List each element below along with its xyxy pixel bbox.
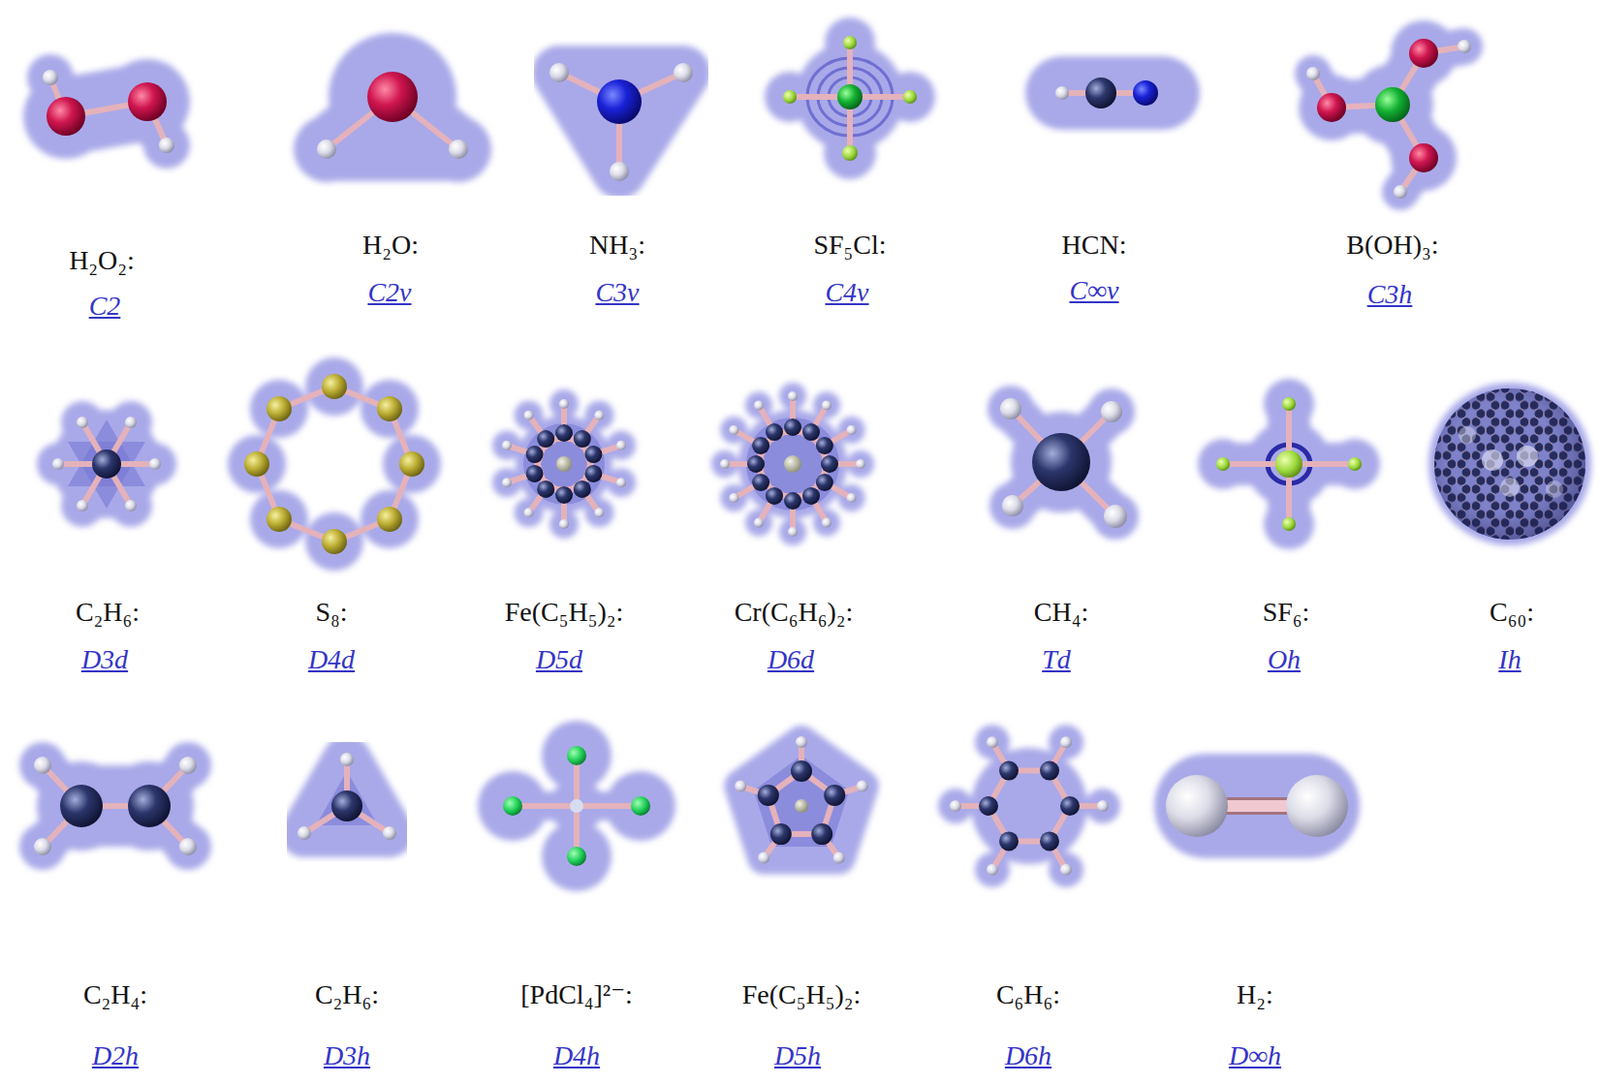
point-group: C3v [595, 277, 639, 309]
point-group: D5h [774, 1040, 821, 1072]
molecule-formula: Fe(C₅H₅)₂: [504, 596, 625, 628]
point-group: D∞h [1228, 1040, 1282, 1072]
molecule-formula: [PdCl₄]²⁻: [520, 979, 632, 1011]
molecule-formula: H₂O: [362, 229, 419, 261]
benzene-molecule [938, 724, 1121, 888]
molecule-formula: Cr(C₆H₆)₂: [734, 596, 854, 628]
molecule-formula: C₂H₄: [83, 979, 148, 1011]
point-group: D6h [1004, 1040, 1052, 1072]
h2o-molecule [293, 32, 492, 183]
point-group: D6d [767, 644, 815, 676]
ethane-eclipsed-molecule [297, 752, 397, 846]
point-group: D3h [323, 1040, 371, 1072]
h2-molecule [1154, 753, 1360, 859]
point-group: C2v [367, 277, 411, 309]
point-group: C2 [89, 290, 122, 322]
point-group: D5d [535, 644, 583, 676]
molecule-formula: S₈: [314, 596, 347, 628]
molecule-formula: SF₅Cl: [813, 229, 886, 261]
molecule-formula: SF₆: [1262, 596, 1311, 628]
molecule-formula: NH₃: [589, 229, 646, 261]
pdcl4-ion [477, 721, 676, 892]
molecule-formula: C₂H₆: [314, 979, 379, 1011]
point-group: D4d [308, 644, 355, 676]
sf6-molecule [1197, 378, 1381, 550]
point-group: C4v [824, 277, 869, 309]
dibenzenechromium-molecule [711, 382, 875, 546]
boh3-molecule [1298, 20, 1472, 199]
point-group: D2h [92, 1040, 139, 1072]
ethane-staggered-molecule [36, 401, 177, 528]
h2o2-molecule [23, 54, 190, 169]
s8-molecule [227, 357, 441, 571]
molecule-formula: H₂: [1236, 979, 1274, 1011]
nh3-molecule [549, 53, 693, 182]
hcn-molecule [1025, 56, 1200, 130]
point-group: D3d [81, 644, 128, 676]
point-group: Ih [1498, 644, 1521, 676]
molecule-formula: C₂H₆: [75, 596, 140, 628]
c60-molecule [1422, 376, 1598, 552]
point-group: C3h [1367, 279, 1413, 311]
molecule-formula: C₆H₆: [996, 979, 1061, 1011]
point-group: D4h [553, 1040, 600, 1072]
molecule-formula: CH₄: [1034, 596, 1089, 628]
sf5cl-molecule [764, 17, 936, 180]
ferrocene-eclipsed-molecule [734, 736, 869, 864]
molecule-formula: HCN: [1062, 229, 1128, 261]
ethylene-molecule [19, 742, 212, 871]
point-group: C∞v [1068, 275, 1119, 307]
point-group: Oh [1267, 644, 1301, 676]
molecule-formula: C₆₀: [1489, 596, 1535, 628]
methane-molecule [987, 385, 1139, 540]
ferrocene-staggered-molecule [492, 389, 636, 539]
point-group: Td [1041, 644, 1071, 676]
molecule-formula: H₂O₂: [68, 245, 135, 277]
molecule-formula: Fe(C₅H₅)₂: [742, 979, 862, 1011]
molecule-formula: B(OH)₃: [1346, 229, 1439, 261]
